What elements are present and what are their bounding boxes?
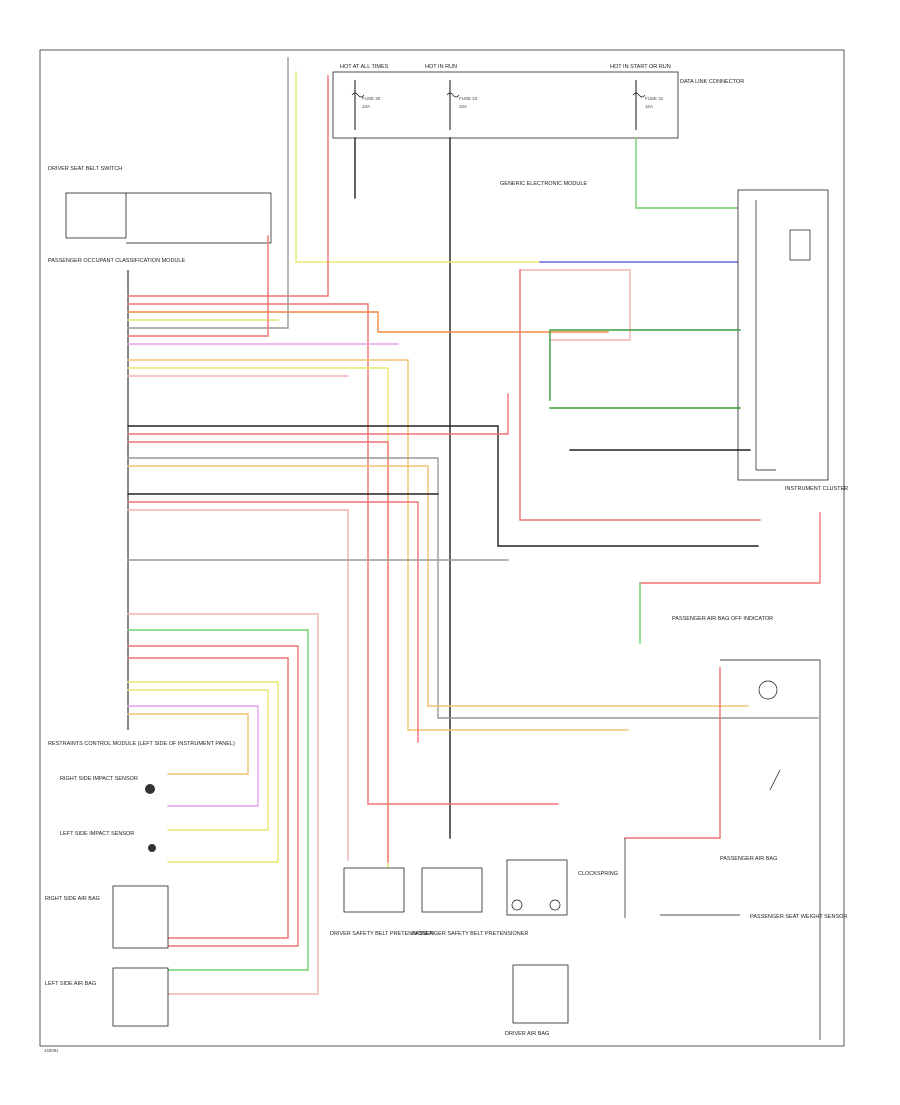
fuse-label-1: FUSE 20 bbox=[362, 96, 381, 101]
lower-harness bbox=[127, 613, 319, 995]
fuse-label-3: FUSE 31 bbox=[645, 96, 664, 101]
driver-airbag-label: DRIVER AIR BAG bbox=[505, 1031, 549, 1037]
restraints-module: RESTRAINTS CONTROL MODULE (LEFT SIDE OF … bbox=[48, 258, 235, 747]
restraints-label: RESTRAINTS CONTROL MODULE (LEFT SIDE OF … bbox=[48, 741, 235, 747]
right-airbag-label: RIGHT SIDE AIR BAG bbox=[45, 896, 100, 902]
cluster-label: INSTRUMENT CLUSTER bbox=[785, 486, 848, 492]
driver-pretensioner-label: DRIVER SAFETY BELT PRETENSIONER bbox=[330, 931, 433, 937]
top-label-2: HOT IN RUN bbox=[425, 64, 457, 70]
passenger-airbag: PASSENGER AIR BAG bbox=[624, 659, 821, 1040]
fuse-feeds bbox=[295, 71, 757, 839]
left-impact-label: LEFT SIDE IMPACT SENSOR bbox=[60, 831, 134, 837]
top-label-1: HOT AT ALL TIMES bbox=[340, 64, 389, 70]
passenger-pretensioner: PASSENGER SAFETY BELT PRETENSIONER bbox=[412, 867, 528, 937]
gem-module: GENERIC ELECTRONIC MODULE bbox=[500, 181, 587, 187]
fuse-panel: HOT AT ALL TIMES HOT IN RUN HOT IN START… bbox=[332, 64, 679, 139]
instrument-cluster: INSTRUMENT CLUSTER bbox=[737, 189, 848, 492]
fuse-rating-3: 10A bbox=[645, 104, 653, 109]
left-side-airbag: LEFT SIDE AIR BAG bbox=[45, 967, 169, 1027]
driver-pretensioner: DRIVER SAFETY BELT PRETENSIONER bbox=[330, 867, 433, 937]
footer-code: J40091 bbox=[44, 1048, 59, 1053]
driver-seat-belt-switch: DRIVER SEAT BELT SWITCH bbox=[48, 166, 272, 244]
passenger-pretensioner-label: PASSENGER SAFETY BELT PRETENSIONER bbox=[412, 931, 528, 937]
passenger-off-indicator: PASSENGER AIR BAG OFF INDICATOR bbox=[672, 616, 773, 622]
right-impact-label: RIGHT SIDE IMPACT SENSOR bbox=[60, 776, 138, 782]
passenger-seat-label: PASSENGER SEAT WEIGHT SENSOR bbox=[750, 914, 847, 920]
fuse-label-2: FUSE 23 bbox=[459, 96, 478, 101]
passenger-indicator-label: PASSENGER AIR BAG OFF INDICATOR bbox=[672, 616, 773, 622]
right-impact-sensor: RIGHT SIDE IMPACT SENSOR bbox=[60, 776, 155, 794]
top-label-3: HOT IN START OR RUN bbox=[610, 64, 671, 70]
driver-belt-label: DRIVER SEAT BELT SWITCH bbox=[48, 166, 122, 172]
passenger-module-label: PASSENGER OCCUPANT CLASSIFICATION MODULE bbox=[48, 258, 185, 264]
right-side-airbag: RIGHT SIDE AIR BAG bbox=[45, 885, 169, 949]
fuse-rating-1: 10A bbox=[362, 104, 370, 109]
data-link-label: DATA LINK CONNECTOR bbox=[680, 79, 744, 85]
clockspring: CLOCKSPRING bbox=[506, 859, 618, 916]
diagram-border bbox=[39, 49, 845, 1047]
passenger-airbag-label: PASSENGER AIR BAG bbox=[720, 856, 777, 862]
passenger-seat-switch: PASSENGER SEAT WEIGHT SENSOR bbox=[660, 914, 847, 920]
data-link: DATA LINK CONNECTOR bbox=[680, 79, 744, 85]
wire-harness bbox=[127, 57, 821, 869]
left-airbag-label: LEFT SIDE AIR BAG bbox=[45, 981, 96, 987]
driver-airbag: DRIVER AIR BAG bbox=[505, 964, 569, 1037]
left-impact-sensor: LEFT SIDE IMPACT SENSOR bbox=[60, 831, 156, 852]
clockspring-label: CLOCKSPRING bbox=[578, 871, 618, 877]
fuse-rating-2: 10A bbox=[459, 104, 467, 109]
gem-label: GENERIC ELECTRONIC MODULE bbox=[500, 181, 587, 187]
